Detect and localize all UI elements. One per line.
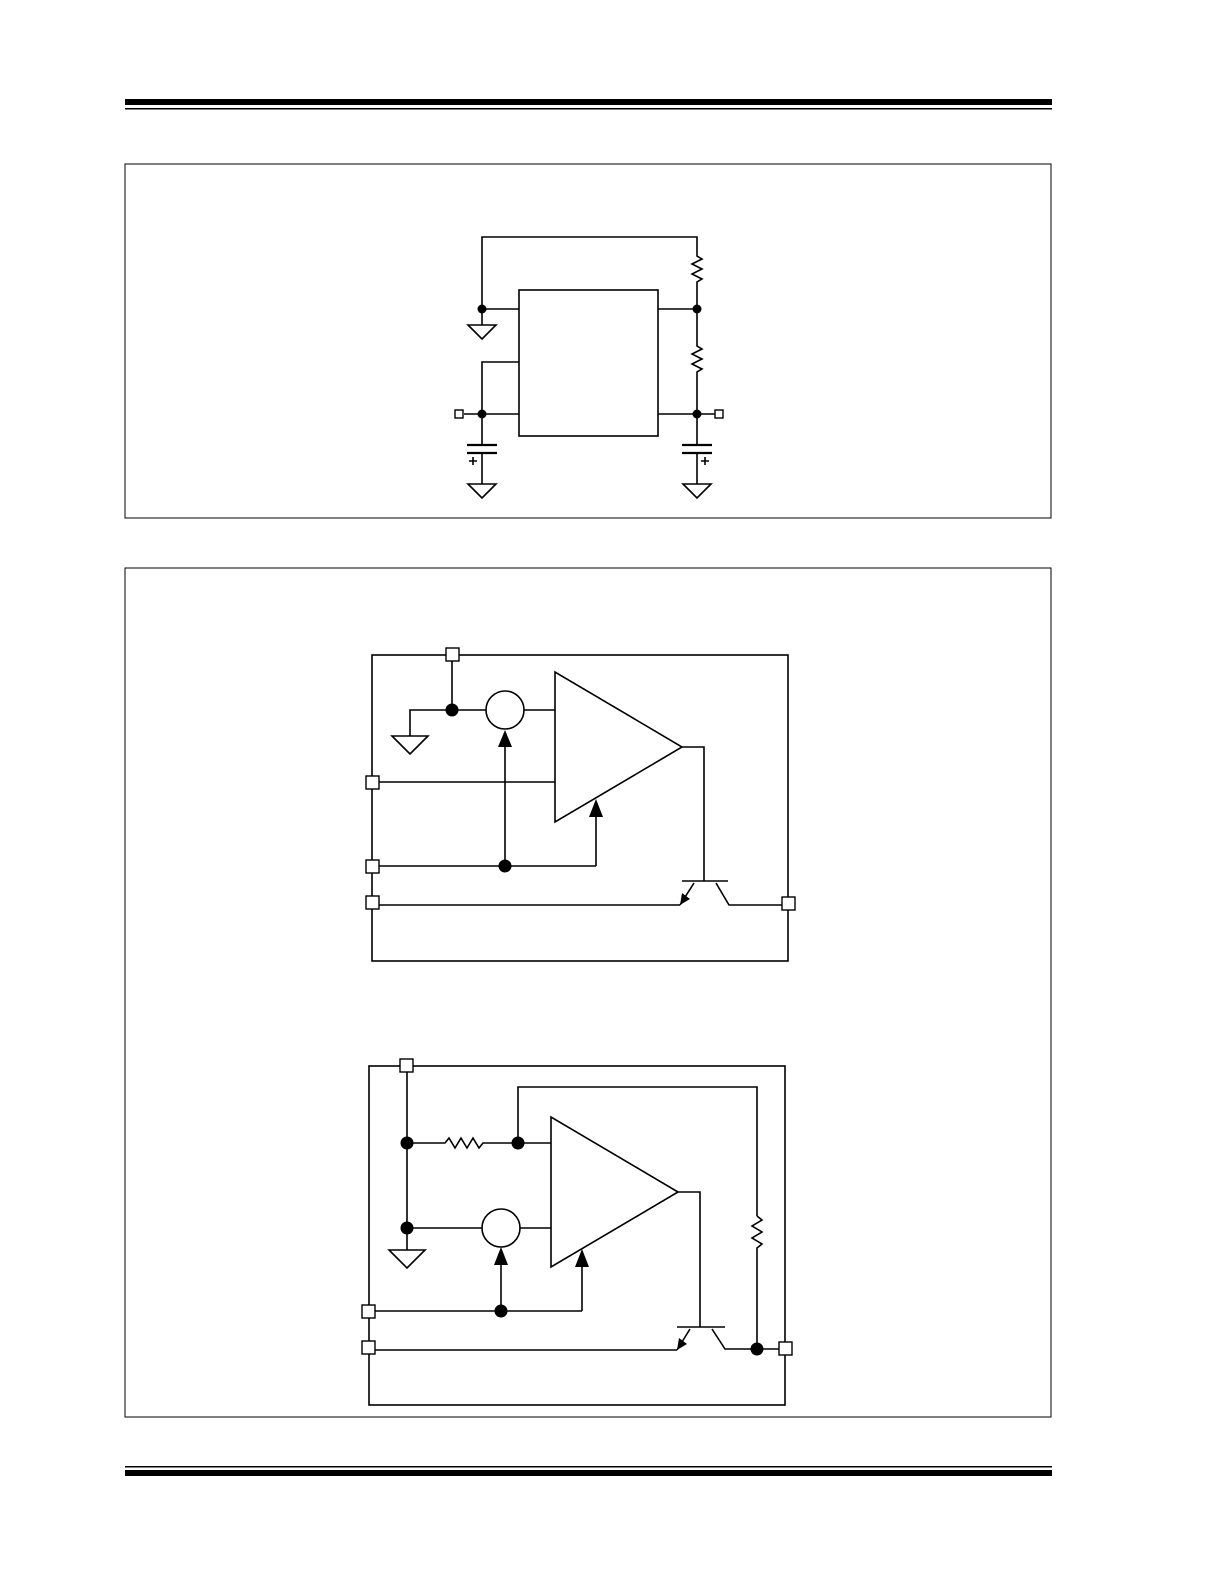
transistor-collector-leg xyxy=(711,1328,779,1350)
input-terminal xyxy=(454,409,464,419)
junction-dot xyxy=(692,409,702,419)
internal-resistor xyxy=(407,1136,518,1150)
shutdown-terminal xyxy=(361,1304,376,1319)
junction-dot xyxy=(750,1342,764,1356)
resistor-r1 xyxy=(690,252,704,309)
footer-rule xyxy=(125,1466,1052,1476)
device-outline xyxy=(371,654,789,962)
junction-dot xyxy=(400,1221,414,1235)
junction-dot xyxy=(494,1304,508,1318)
ground-icon xyxy=(466,324,498,341)
arrow-up-icon xyxy=(498,730,512,747)
junction-dot xyxy=(445,703,459,717)
junction-dot xyxy=(692,304,702,314)
cout-plus-icon xyxy=(701,457,709,465)
shutdown-tie-wire xyxy=(481,361,519,414)
application-circuit-figure xyxy=(124,163,1052,519)
device-outline xyxy=(368,1065,786,1406)
junction-dot xyxy=(511,1136,525,1150)
reference-source-icon xyxy=(481,1208,521,1248)
amp-output-wire xyxy=(682,746,705,881)
ground-icon xyxy=(390,735,430,756)
amp-output-wire xyxy=(678,1191,701,1327)
resistor-r2 xyxy=(690,309,704,414)
arrow-up-icon xyxy=(589,799,603,817)
vin-terminal xyxy=(445,647,460,662)
output-terminal xyxy=(781,896,796,911)
ground-icon xyxy=(466,483,498,500)
feedback-wire xyxy=(481,236,698,309)
error-amplifier xyxy=(550,1115,680,1269)
block-diagram-fixed xyxy=(365,647,796,962)
output-terminal xyxy=(778,1341,793,1356)
junction-dot xyxy=(477,304,487,314)
input-terminal xyxy=(361,1340,376,1355)
block-diagram-adjustable xyxy=(361,1058,793,1406)
input-terminal xyxy=(365,895,380,910)
reference-source-icon xyxy=(485,690,525,730)
ground-icon xyxy=(681,483,713,500)
ground-wire xyxy=(409,709,452,736)
arrow-up-icon xyxy=(575,1249,589,1267)
error-amplifier xyxy=(554,670,684,824)
output-terminal xyxy=(714,409,724,419)
feedback-resistor xyxy=(750,1215,764,1349)
junction-dot xyxy=(498,859,512,873)
shutdown-terminal xyxy=(365,859,380,874)
junction-dot xyxy=(400,1136,414,1150)
regulator-ic-block xyxy=(518,289,659,437)
emitter-arrow-icon xyxy=(680,893,690,905)
figure-frame-bottom xyxy=(124,567,1052,1418)
vin-terminal xyxy=(399,1058,414,1073)
header-rule xyxy=(125,99,1052,110)
sense-terminal xyxy=(365,775,380,790)
feedback-wire xyxy=(517,1086,758,1216)
arrow-up-icon xyxy=(494,1247,508,1265)
ground-icon xyxy=(387,1249,427,1270)
junction-dot xyxy=(477,409,487,419)
transistor-collector-leg xyxy=(715,882,782,906)
emitter-arrow-icon xyxy=(677,1338,687,1350)
cin-plus-icon xyxy=(469,457,477,465)
figure-frame-top xyxy=(124,163,1052,519)
